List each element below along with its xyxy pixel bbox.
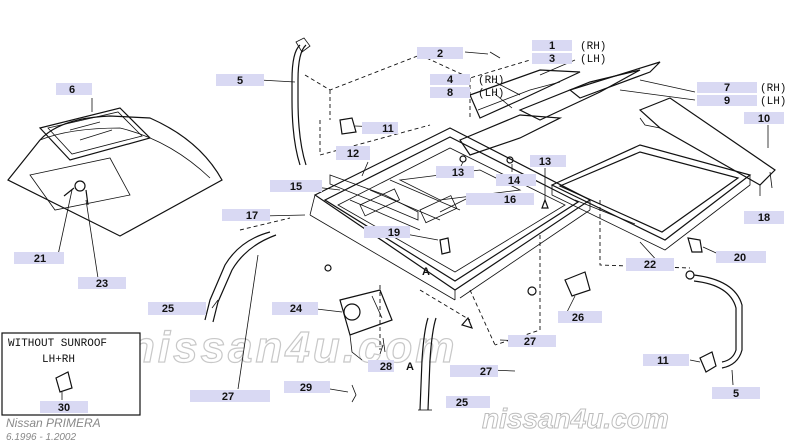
svg-text:11: 11 bbox=[657, 355, 669, 367]
svg-text:9: 9 bbox=[724, 95, 730, 107]
svg-text:27: 27 bbox=[524, 336, 536, 348]
svg-text:20: 20 bbox=[734, 252, 746, 264]
callout-13-left[interactable]: 13 bbox=[436, 166, 474, 179]
svg-text:13: 13 bbox=[539, 156, 551, 168]
svg-text:26: 26 bbox=[572, 312, 584, 324]
callout-29[interactable]: 29 bbox=[284, 381, 330, 394]
svg-text:3: 3 bbox=[549, 53, 555, 65]
svg-text:(LH): (LH) bbox=[760, 96, 786, 108]
callout-16[interactable]: 16 bbox=[466, 193, 534, 206]
callout-11-lower[interactable]: 11 bbox=[643, 354, 689, 367]
svg-text:28: 28 bbox=[380, 361, 392, 373]
svg-text:8: 8 bbox=[447, 87, 453, 99]
mark-a-upper: A bbox=[422, 266, 430, 278]
svg-text:14: 14 bbox=[508, 175, 521, 187]
roof-panel-illustration bbox=[7, 107, 223, 237]
svg-text:17: 17 bbox=[246, 210, 258, 222]
svg-text:10: 10 bbox=[758, 113, 770, 125]
callout-10[interactable]: 10 bbox=[744, 112, 784, 125]
drain-hose-front-left bbox=[204, 231, 277, 323]
svg-text:16: 16 bbox=[504, 194, 516, 206]
svg-text:2: 2 bbox=[437, 48, 443, 60]
callout-27-right[interactable]: 27 bbox=[508, 335, 556, 348]
callout-13-right[interactable]: 13 bbox=[530, 155, 566, 168]
mark-a-lower: A bbox=[406, 361, 414, 373]
model-name: Nissan PRIMERA bbox=[6, 416, 101, 430]
svg-text:12: 12 bbox=[347, 148, 359, 160]
callout-11-upper[interactable]: 11 bbox=[362, 122, 398, 135]
callout-12[interactable]: 12 bbox=[336, 146, 370, 160]
callout-5-top[interactable]: 5 bbox=[216, 74, 264, 87]
callout-27-center[interactable]: 27 bbox=[450, 365, 498, 378]
svg-text:18: 18 bbox=[758, 212, 770, 224]
svg-text:22: 22 bbox=[644, 259, 656, 271]
callout-15[interactable]: 15 bbox=[270, 180, 322, 193]
callout-26[interactable]: 26 bbox=[558, 311, 602, 324]
callout-19[interactable]: 19 bbox=[364, 226, 410, 239]
production-dates: 6.1996 - 1.2002 bbox=[6, 432, 76, 443]
callout-18[interactable]: 18 bbox=[744, 211, 784, 224]
svg-text:(LH): (LH) bbox=[478, 88, 504, 100]
callout-25-left[interactable]: 25 bbox=[148, 302, 206, 315]
callout-6[interactable]: 6 bbox=[56, 83, 92, 96]
callout-9[interactable]: 9 (LH) bbox=[697, 95, 786, 108]
inset-subtitle: LH+RH bbox=[42, 354, 75, 366]
sunshade bbox=[638, 97, 776, 189]
callout-4[interactable]: 4 (RH) bbox=[430, 74, 504, 87]
svg-text:(RH): (RH) bbox=[580, 41, 606, 53]
svg-text:21: 21 bbox=[34, 253, 46, 265]
callout-7[interactable]: 7 (RH) bbox=[697, 82, 786, 95]
watermark-bottom: nissan4u.com bbox=[482, 403, 669, 434]
watermark: nissan4u.com bbox=[128, 323, 457, 372]
drain-hose-rear bbox=[685, 270, 743, 373]
svg-text:(RH): (RH) bbox=[478, 75, 504, 87]
svg-text:4: 4 bbox=[447, 74, 454, 86]
svg-text:5: 5 bbox=[733, 388, 739, 400]
svg-text:13: 13 bbox=[452, 167, 464, 179]
svg-text:6: 6 bbox=[69, 84, 75, 96]
inset-without-sunroof: WITHOUT SUNROOF LH+RH 30 bbox=[1, 332, 141, 416]
callout-25-bottom[interactable]: 25 bbox=[446, 396, 490, 409]
callout-22[interactable]: 22 bbox=[626, 258, 674, 271]
svg-text:11: 11 bbox=[382, 123, 394, 135]
svg-text:(LH): (LH) bbox=[580, 54, 606, 66]
svg-text:25: 25 bbox=[162, 303, 174, 315]
callout-28[interactable]: 28 bbox=[368, 360, 394, 373]
molding-top bbox=[291, 44, 301, 166]
svg-text:5: 5 bbox=[237, 75, 243, 87]
sunroof-lid bbox=[550, 144, 752, 251]
callout-3[interactable]: 3 (LH) bbox=[532, 53, 606, 66]
svg-text:1: 1 bbox=[549, 40, 555, 52]
svg-text:27: 27 bbox=[480, 366, 492, 378]
callout-5-bottom[interactable]: 5 bbox=[712, 387, 760, 400]
drain-hose-front-right bbox=[418, 317, 437, 411]
svg-text:(RH): (RH) bbox=[760, 83, 786, 95]
callout-2[interactable]: 2 bbox=[417, 47, 463, 60]
inset-part-number: 30 bbox=[58, 402, 70, 414]
callout-8[interactable]: 8 (LH) bbox=[430, 87, 504, 100]
svg-text:19: 19 bbox=[388, 227, 400, 239]
motor-assembly bbox=[339, 289, 393, 361]
deflector-rails bbox=[459, 51, 661, 156]
svg-text:24: 24 bbox=[290, 303, 303, 315]
callout-14[interactable]: 14 bbox=[496, 174, 536, 187]
svg-text:15: 15 bbox=[290, 181, 302, 193]
callout-20[interactable]: 20 bbox=[716, 251, 766, 264]
svg-text:29: 29 bbox=[300, 382, 312, 394]
svg-text:23: 23 bbox=[96, 278, 108, 290]
callout-21[interactable]: 21 bbox=[14, 252, 64, 265]
svg-text:25: 25 bbox=[456, 397, 468, 409]
inset-title: WITHOUT SUNROOF bbox=[8, 338, 107, 350]
callout-23[interactable]: 23 bbox=[78, 277, 126, 290]
svg-text:27: 27 bbox=[222, 391, 234, 403]
callout-1[interactable]: 1 (RH) bbox=[532, 40, 606, 53]
callout-27-left[interactable]: 27 bbox=[190, 390, 270, 403]
callout-17[interactable]: 17 bbox=[222, 209, 270, 222]
callout-24[interactable]: 24 bbox=[272, 302, 318, 315]
clip bbox=[687, 237, 703, 253]
svg-text:7: 7 bbox=[724, 82, 730, 94]
